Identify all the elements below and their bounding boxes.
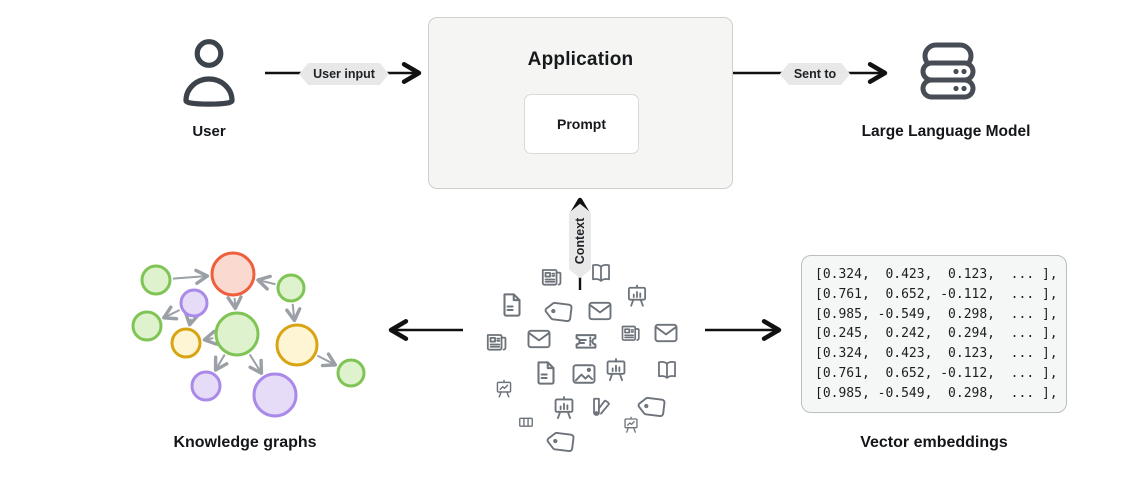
graph-node-purple (252, 372, 298, 418)
llm-label: Large Language Model (861, 123, 1031, 140)
graph-node-green (140, 264, 172, 296)
graph-edge (213, 354, 229, 372)
easel-bar-icon (606, 358, 626, 382)
book-icon (592, 264, 610, 282)
prompt-box: Prompt (524, 94, 639, 154)
vector-embeddings-box: [0.324, 0.423, 0.123, ... ], [0.761, 0.6… (801, 255, 1067, 413)
easel-bar-icon (627, 284, 647, 307)
graph-node-green (214, 311, 260, 357)
graph-node-yellow (275, 323, 319, 367)
graph-edge (202, 329, 219, 346)
image-icon (572, 364, 596, 384)
graph-edge (162, 305, 181, 321)
columns-icon (519, 417, 533, 427)
application-box: Application Prompt (428, 17, 733, 189)
graph-node-red (210, 251, 256, 297)
graph-edge (285, 303, 302, 323)
tag-icon (543, 294, 579, 330)
newspaper-icon (621, 325, 640, 341)
graph-node-purple (179, 288, 209, 318)
book-icon (658, 361, 676, 379)
graph-edge (316, 352, 338, 368)
graph-node-green (276, 273, 306, 303)
graph-node-yellow (170, 327, 202, 359)
tag-icon (636, 389, 672, 425)
sent-to-badge: Sent to (780, 63, 850, 85)
newspaper-icon (486, 334, 507, 351)
vector-embeddings-label: Vector embeddings (860, 434, 1008, 451)
swatches-icon (593, 397, 610, 416)
vector-embeddings-text: [0.324, 0.423, 0.123, ... ], [0.761, 0.6… (815, 267, 1058, 401)
file-icon (537, 361, 555, 385)
newspaper-icon (541, 269, 562, 286)
user-input-badge: User input (299, 63, 389, 85)
ticket-icon (575, 334, 597, 349)
easel-line-icon (496, 379, 512, 398)
graph-edge (172, 268, 210, 285)
graph-node-purple (190, 370, 222, 402)
user-label: User (192, 123, 226, 140)
graph-node-green (131, 310, 163, 342)
graph-edge (183, 310, 200, 327)
graph-edge (226, 295, 243, 311)
prompt-label: Prompt (557, 116, 606, 132)
knowledge-graph (131, 251, 366, 418)
file-icon (503, 293, 521, 317)
graph-edge (256, 274, 276, 291)
tag-icon (545, 424, 581, 460)
easel-line-icon (624, 416, 638, 433)
graph-edge (248, 353, 264, 375)
easel-bar-icon (554, 396, 574, 420)
knowledge-graphs-label: Knowledge graphs (173, 434, 317, 451)
context-badge: Context (569, 204, 591, 279)
person-icon (183, 39, 235, 107)
envelope-icon (588, 301, 612, 321)
server-icon (920, 42, 976, 100)
envelope-icon (527, 329, 551, 349)
envelope-icon (654, 323, 678, 343)
application-title: Application (527, 49, 634, 70)
graph-node-green (336, 358, 366, 388)
